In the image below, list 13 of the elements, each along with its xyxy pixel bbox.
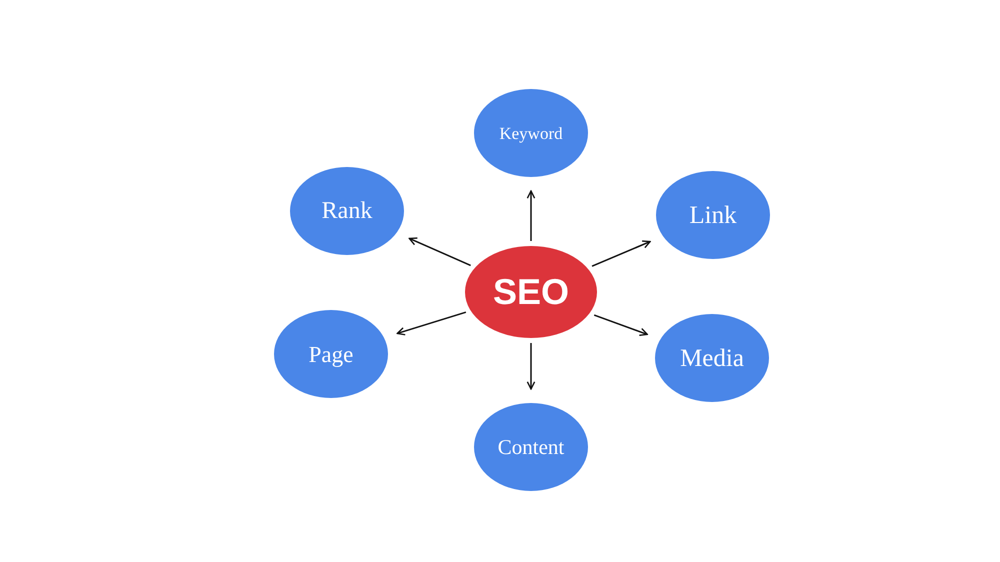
arrow [526,190,536,241]
node-label: Media [680,346,744,370]
arrow [526,343,536,390]
node-label: Content [498,436,564,458]
arrow [592,240,651,267]
arrow [408,237,471,266]
node-label: Page [308,342,354,366]
node-label: SEO [492,274,570,310]
node-label: Keyword [499,124,563,142]
arrow [396,311,466,336]
node-label: Link [689,202,737,228]
arrow [594,314,648,336]
node-label: Rank [322,199,372,223]
